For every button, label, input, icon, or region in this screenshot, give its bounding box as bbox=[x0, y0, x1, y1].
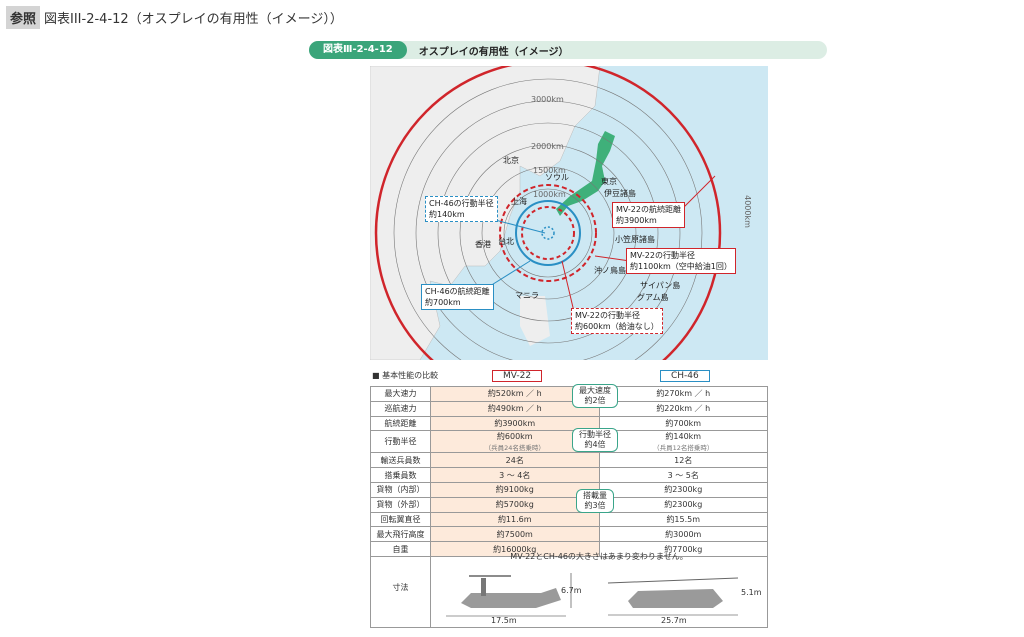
place-taipei: 台北 bbox=[498, 237, 514, 246]
page-header: 参照 図表III-2-4-12（オスプレイの有用性（イメージ）） bbox=[6, 6, 343, 29]
ch46-value: 約15.5m bbox=[598, 511, 768, 528]
mv22-value: 約11.6m bbox=[430, 511, 600, 528]
dimensions-label: 寸法 bbox=[371, 548, 431, 627]
ch46-value: 約270km ／ h bbox=[598, 386, 768, 402]
dimensions-row: 寸法 MV-22とCH-46の大きさはあまり変わりません。 6.7m 17.5m… bbox=[370, 548, 768, 628]
mv22-value: 3 ～ 4名 bbox=[430, 467, 600, 483]
mv22-value: 約490km ／ h bbox=[430, 400, 600, 417]
figure-number: 図表Ⅲ-2-4-12 bbox=[309, 41, 407, 59]
ch46-range-ring bbox=[515, 200, 581, 266]
mv22-radius-ring bbox=[521, 206, 575, 260]
table-row: 行動半径約600km（兵員24名搭乗時）約140km（兵員12名搭乗時） bbox=[370, 430, 768, 454]
row-label: 航続距離 bbox=[370, 415, 431, 432]
mv22-header: MV-22 bbox=[492, 370, 543, 382]
ring-label-4000: 4000km bbox=[742, 195, 752, 228]
ch46-value: 約7700kg bbox=[598, 541, 768, 557]
place-tokyo: 東京 bbox=[601, 177, 617, 186]
page-title: 図表III-2-4-12（オスプレイの有用性（イメージ）） bbox=[44, 12, 343, 27]
ch46-value: 3 ～ 5名 bbox=[598, 467, 768, 483]
ch46-header: CH-46 bbox=[660, 370, 710, 382]
ch46-length: 25.7m bbox=[661, 616, 687, 625]
comparison-title: ■ 基本性能の比較 bbox=[372, 371, 439, 380]
ch46-value: 約140km（兵員12名搭乗時） bbox=[598, 430, 768, 454]
mv22-range-ring bbox=[374, 66, 722, 360]
bubble-payload: 搭載量約3倍 bbox=[576, 489, 614, 513]
figure-caption: 図表Ⅲ-2-4-12 オスプレイの有用性（イメージ） bbox=[309, 41, 827, 59]
place-ogasawara: 小笠原諸島 bbox=[615, 235, 655, 244]
dimensions-note: MV-22とCH-46の大きさはあまり変わりません。 bbox=[510, 552, 688, 561]
ring-label-1500: 1500km bbox=[533, 166, 566, 175]
place-guam: グアム島 bbox=[637, 293, 669, 302]
mv22-value: 約600km（兵員24名搭乗時） bbox=[430, 430, 600, 454]
row-label: 貨物（外部） bbox=[370, 496, 431, 513]
ring-label-1000: 1000km bbox=[533, 190, 566, 199]
figure-title: オスプレイの有用性（イメージ） bbox=[418, 46, 569, 58]
row-label: 巡航速力 bbox=[370, 400, 431, 417]
row-label: 最大速力 bbox=[370, 386, 431, 402]
place-saipan: サイパン島 bbox=[640, 281, 681, 290]
philippines bbox=[520, 296, 550, 346]
place-shanghai: 上海 bbox=[511, 197, 527, 206]
row-label: 行動半径 bbox=[370, 430, 431, 454]
place-okinotori: 沖ノ鳥島 bbox=[594, 266, 626, 275]
mv22-value: 約7500m bbox=[430, 526, 600, 543]
ring-label-2000: 2000km bbox=[531, 142, 564, 151]
mv22-length: 17.5m bbox=[491, 616, 517, 625]
callout-ch46-radius: CH-46の行動半径約140km bbox=[425, 196, 498, 222]
ch46-value: 約3000m bbox=[598, 526, 768, 543]
mv22-silhouette bbox=[446, 573, 572, 617]
ch46-radius-ring bbox=[541, 226, 555, 240]
callout-ch46-range: CH-46の航続距離約700km bbox=[421, 284, 494, 310]
callout-mv22-radius-refuel: MV-22の行動半径約1100km（空中給油1回） bbox=[626, 248, 736, 274]
place-seoul: ソウル bbox=[545, 173, 569, 182]
row-label: 最大飛行高度 bbox=[370, 526, 431, 543]
mv22-height: 6.7m bbox=[561, 586, 582, 595]
row-label: 輸送兵員数 bbox=[370, 452, 431, 469]
row-label: 貨物（内部） bbox=[370, 481, 431, 498]
ch46-silhouette bbox=[607, 577, 739, 616]
row-label: 回転翼直径 bbox=[370, 511, 431, 528]
ch46-value: 12名 bbox=[598, 452, 768, 469]
ch46-value: 約220km ／ h bbox=[598, 400, 768, 417]
place-manila: マニラ bbox=[515, 291, 539, 300]
japan bbox=[556, 131, 615, 216]
mv22-radius-refuel-ring bbox=[499, 184, 597, 282]
place-beijing: 北京 bbox=[503, 156, 519, 165]
mv22-value: 24名 bbox=[430, 452, 600, 469]
ch46-height: 5.1m bbox=[741, 588, 762, 597]
ch46-value: 約700km bbox=[598, 415, 768, 432]
place-hongkong: 香港 bbox=[475, 240, 491, 249]
mv22-value: 約5700kg bbox=[430, 496, 600, 513]
reference-badge: 参照 bbox=[6, 6, 41, 29]
mv22-value: 約520km ／ h bbox=[430, 386, 600, 402]
ch46-value: 約2300kg bbox=[598, 496, 768, 513]
row-label: 搭乗員数 bbox=[370, 467, 431, 483]
bubble-speed: 最大速度約2倍 bbox=[572, 384, 618, 408]
callout-mv22-radius: MV-22の行動半径約600km（給油なし） bbox=[571, 308, 663, 334]
row-label: 自重 bbox=[370, 541, 431, 557]
callout-mv22-range: MV-22の航続距離約3900km bbox=[612, 202, 685, 228]
mv22-value: 約16000kg bbox=[430, 541, 600, 557]
place-izu: 伊豆諸島 bbox=[604, 189, 636, 198]
mv22-value: 約9100kg bbox=[430, 481, 600, 498]
ring-label-3000: 3000km bbox=[531, 95, 564, 104]
mv22-value: 約3900km bbox=[430, 415, 600, 432]
ch46-value: 約2300kg bbox=[598, 481, 768, 498]
bubble-radius: 行動半径約4倍 bbox=[572, 428, 618, 452]
